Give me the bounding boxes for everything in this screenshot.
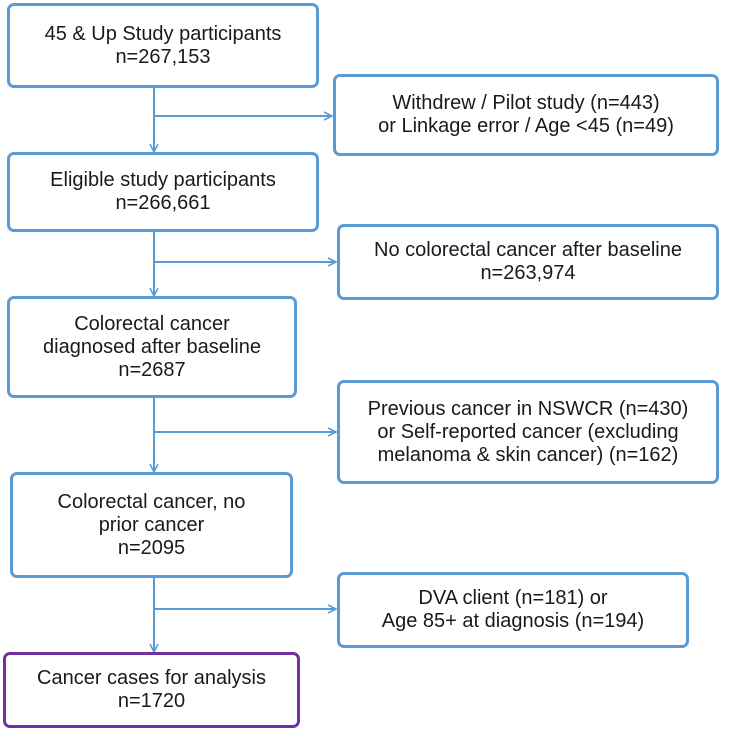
exclusion-text: Previous cancer in NSWCR (n=430) xyxy=(367,397,689,420)
step-count: n=267,153 xyxy=(115,45,211,68)
step-text: 45 & Up Study participants xyxy=(44,22,282,45)
exclusion-text: Withdrew / Pilot study (n=443) xyxy=(392,92,660,114)
step-text: Cancer cases for analysis xyxy=(37,667,266,689)
step-count: n=2687 xyxy=(118,358,186,381)
step-text: Colorectal cancer xyxy=(74,312,230,335)
step-box-no-prior-cancer: Colorectal cancer, no prior cancer n=209… xyxy=(10,472,293,578)
exclusion-text: or Self-reported cancer (excluding xyxy=(377,420,679,443)
step-box-crc-diagnosed: Colorectal cancer diagnosed after baseli… xyxy=(7,296,297,398)
step-text: prior cancer xyxy=(98,513,205,536)
step-count: n=2095 xyxy=(117,536,186,559)
step-count: n=1720 xyxy=(117,690,186,712)
step-box-eligible: Eligible study participants n=266,661 xyxy=(7,152,319,232)
exclusion-text: DVA client (n=181) or xyxy=(418,587,608,609)
step-text: Eligible study participants xyxy=(50,169,276,191)
exclusion-text: n=263,974 xyxy=(480,262,576,284)
step-box-participants: 45 & Up Study participants n=267,153 xyxy=(7,3,319,88)
exclusion-text: melanoma & skin cancer) (n=162) xyxy=(377,443,679,466)
step-text: Colorectal cancer, no xyxy=(57,490,246,513)
step-text: diagnosed after baseline xyxy=(43,335,261,358)
exclusion-text: No colorectal cancer after baseline xyxy=(374,239,682,261)
exclusion-text: or Linkage error / Age <45 (n=49) xyxy=(378,115,674,137)
exclusion-box-prior-cancer: Previous cancer in NSWCR (n=430) or Self… xyxy=(337,380,719,484)
exclusion-text: Age 85+ at diagnosis (n=194) xyxy=(381,610,645,632)
exclusion-box-withdrew: Withdrew / Pilot study (n=443) or Linkag… xyxy=(333,74,719,156)
exclusion-box-dva: DVA client (n=181) or Age 85+ at diagnos… xyxy=(337,572,689,648)
step-count: n=266,661 xyxy=(115,192,211,214)
step-box-final-cases: Cancer cases for analysis n=1720 xyxy=(3,652,300,728)
exclusion-box-no-crc: No colorectal cancer after baseline n=26… xyxy=(337,224,719,300)
